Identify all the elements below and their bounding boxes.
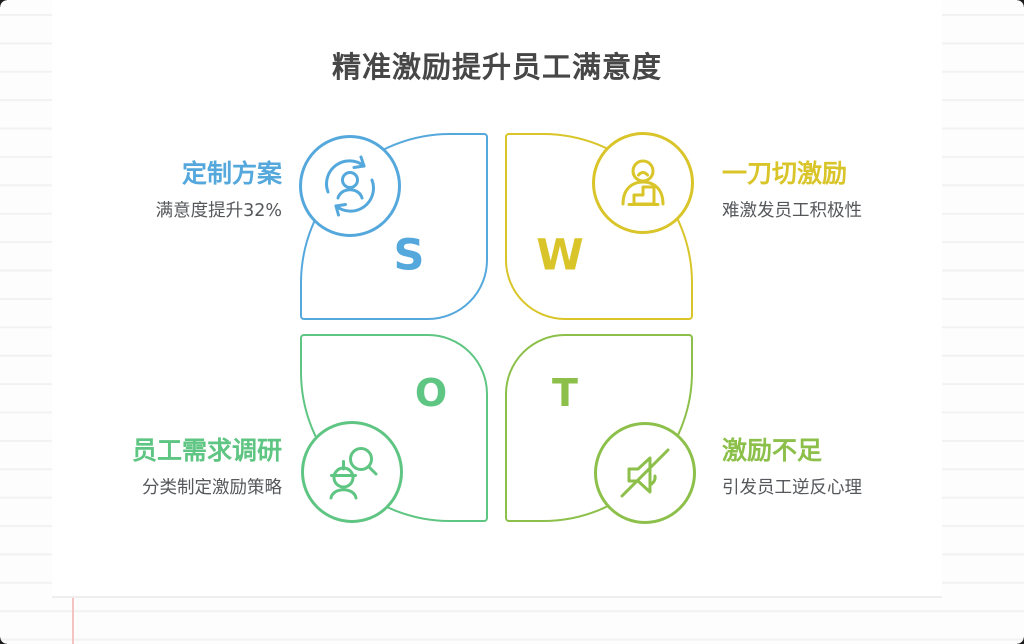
- threat-icon-circle: [594, 422, 696, 524]
- opportunity-label: 员工需求调研: [131, 436, 282, 465]
- threat-letter: T: [552, 371, 578, 416]
- person-sync-icon: [325, 155, 375, 217]
- rounded-corner-mark: [1017, 0, 1024, 7]
- weakness-letter: W: [536, 230, 584, 281]
- strength-icon-circle: [299, 135, 401, 237]
- weakness-label-group: 一刀切激励 难激发员工积极性: [722, 159, 862, 221]
- weakness-label: 一刀切激励: [722, 159, 848, 188]
- strength-letter: S: [393, 230, 425, 281]
- opportunity-letter: O: [414, 371, 448, 416]
- strength-label: 定制方案: [181, 159, 282, 188]
- page-title: 精准激励提升员工满意度: [331, 50, 662, 84]
- threat-desc: 引发员工逆反心理: [722, 478, 862, 498]
- strength-desc: 满意度提升32%: [155, 201, 282, 221]
- opportunity-icon-circle: [301, 421, 403, 523]
- strength-label-group: 定制方案 满意度提升32%: [156, 159, 282, 221]
- opportunity-label-group: 员工需求调研 分类制定激励策略: [132, 436, 282, 498]
- rounded-corner-mark: [1017, 637, 1024, 644]
- threat-label-group: 激励不足 引发员工逆反心理: [722, 436, 862, 498]
- paper-margin-line: [72, 597, 74, 644]
- person-blocks-icon: [621, 159, 665, 206]
- muted-speaker-icon: [620, 448, 670, 498]
- threat-label: 激励不足: [722, 436, 823, 465]
- weakness-desc: 难激发员工积极性: [722, 201, 862, 221]
- opportunity-desc: 分类制定激励策略: [142, 478, 282, 498]
- rounded-corner-mark: [0, 0, 7, 7]
- rounded-corner-mark: [0, 637, 7, 644]
- person-magnifier-icon: [329, 447, 378, 500]
- weakness-icon-circle: [592, 132, 694, 234]
- whiteboard-card: [52, 0, 942, 598]
